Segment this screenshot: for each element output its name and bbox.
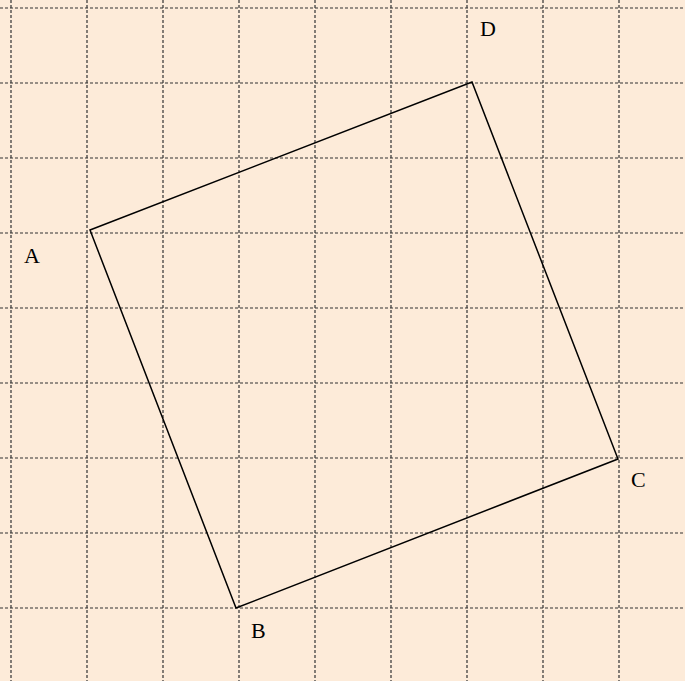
- grid-line: [618, 0, 619, 681]
- grid-line: [0, 532, 685, 533]
- grid-line: [0, 157, 685, 158]
- grid-line: [314, 0, 315, 681]
- grid-line: [0, 382, 685, 383]
- vertex-label: B: [251, 620, 266, 642]
- grid-line: [0, 82, 685, 83]
- vertex-label: D: [480, 18, 496, 40]
- grid-line: [0, 607, 685, 608]
- grid-line: [542, 0, 543, 681]
- vertex-label: C: [631, 469, 646, 491]
- grid-line: [0, 7, 685, 8]
- square-abcd: [90, 82, 618, 608]
- grid-line: [0, 457, 685, 458]
- grid-line: [0, 232, 685, 233]
- grid-line: [390, 0, 391, 681]
- grid-line: [0, 307, 685, 308]
- grid-line: [466, 0, 467, 681]
- vertex-label: A: [24, 245, 40, 267]
- grid-line: [86, 0, 87, 681]
- grid-line: [238, 0, 239, 681]
- grid-line: [10, 0, 11, 681]
- grid-line: [162, 0, 163, 681]
